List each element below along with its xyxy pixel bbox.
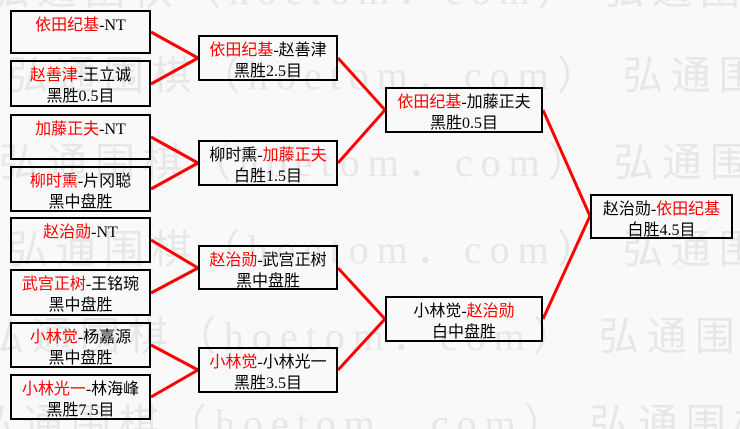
player-name: 小林觉 <box>209 354 258 371</box>
connector-line <box>336 317 387 372</box>
player-name: 加藤正夫 <box>35 121 100 138</box>
player-name: 小林觉- <box>413 303 467 320</box>
player-name: 赵治勋 <box>466 303 515 320</box>
match-box-round2-m4: 小林觉-小林光一 黑胜3.5目 <box>198 347 338 393</box>
player-name: 依田纪基 <box>656 201 721 218</box>
match-players: 小林觉-杨嘉源 <box>12 327 149 348</box>
connector-line <box>150 30 199 60</box>
match-players: 依田纪基-赵善津 <box>200 40 336 61</box>
match-result: 黑中盘胜 <box>48 350 113 367</box>
player-name: 依田纪基 <box>35 17 100 34</box>
match-result: 白中盘胜 <box>431 324 496 341</box>
match-players: 武宫正树-王铭琬 <box>12 274 149 295</box>
watermark-text: 弘通围棋（hoetom．com） 弘通围棋（hoetom．com） 弘通围棋（h… <box>0 227 740 272</box>
match-players: 柳时熏-片冈聪 <box>12 171 149 192</box>
player-name: 赵治勋 <box>43 224 92 241</box>
watermark-text: 弘通围棋（hoetom．com） 弘通围棋（hoetom．com） 弘通围棋（h… <box>0 140 740 185</box>
match-box-round1-m3: 加藤正夫-NT <box>10 114 151 160</box>
match-result: 白胜4.5目 <box>627 222 696 239</box>
connector-line <box>336 266 387 321</box>
player-name: 赵善津 <box>29 67 78 84</box>
match-box-round2-m3: 赵治勋-武宫正树 黑中盘胜 <box>198 245 338 290</box>
player-name: 依田纪基 <box>209 42 274 59</box>
connector-line <box>150 56 199 86</box>
player-name: 赵治勋 <box>209 252 258 269</box>
match-players: 赵治勋-依田纪基 <box>592 199 731 220</box>
match-box-semifinal-m1: 依田纪基-加藤正夫 黑胜0.5目 <box>385 87 543 133</box>
match-players: 赵治勋-武宫正树 <box>200 250 336 271</box>
connector-line <box>150 368 199 399</box>
match-result: 白胜1.5目 <box>233 168 302 185</box>
match-players: 依田纪基-加藤正夫 <box>387 92 541 113</box>
watermark-text: 弘通围棋（hoetom．com） 弘通围棋（hoetom．com） 弘通围棋（h… <box>0 0 740 14</box>
player-name: -王铭琬 <box>85 276 140 293</box>
player-name: -武宫正树 <box>257 252 327 269</box>
player-name: 依田纪基 <box>397 94 462 111</box>
connector-line <box>150 343 199 372</box>
match-box-round1-m5: 赵治勋-NT <box>10 217 151 263</box>
match-result: 黑胜2.5目 <box>233 63 302 80</box>
player-name: -杨嘉源 <box>77 329 132 346</box>
player-name: 赵治勋- <box>602 201 657 218</box>
player-name: -片冈聪 <box>77 173 132 190</box>
player-name: -赵善津 <box>273 42 327 59</box>
player-name: -王立诚 <box>77 67 132 84</box>
match-players: 小林觉-赵治勋 <box>387 301 541 322</box>
match-box-round2-m1: 依田纪基-赵善津 黑胜2.5目 <box>198 35 338 81</box>
connector-line <box>150 135 199 165</box>
player-name: 小林觉 <box>29 329 78 346</box>
connector-line <box>541 109 592 217</box>
match-players: 赵善津-王立诚 <box>12 65 149 86</box>
match-result: 黑中盘胜 <box>48 297 113 314</box>
match-players: 柳时熏-加藤正夫 <box>200 145 336 166</box>
watermark-text: 弘通围棋（hoetom．com） 弘通围棋（hoetom．com） 弘通围棋（h… <box>0 401 740 429</box>
player-name: 柳时熏 <box>29 173 78 190</box>
player-name: -NT <box>91 224 118 241</box>
connector-line <box>150 266 199 295</box>
match-box-round2-m2: 柳时熏-加藤正夫 白胜1.5目 <box>198 140 338 186</box>
match-players: 赵治勋-NT <box>12 222 149 243</box>
connector-line <box>336 109 387 164</box>
connector-line <box>336 56 387 112</box>
match-box-round1-m2: 赵善津-王立诚 黑胜0.5目 <box>10 60 151 107</box>
match-box-round1-m8: 小林光一-林海峰 黑胜7.5目 <box>10 374 151 420</box>
player-name: 武宫正树 <box>21 276 86 293</box>
match-result: 黑胜3.5目 <box>233 375 302 392</box>
player-name: -NT <box>99 17 126 34</box>
match-box-round1-m4: 柳时熏-片冈聪 黑中盘胜 <box>10 166 151 212</box>
match-box-semifinal-m2: 小林觉-赵治勋 白中盘胜 <box>385 296 543 342</box>
connector-line <box>541 215 592 320</box>
match-result: 黑中盘胜 <box>48 194 113 211</box>
connector-line <box>150 161 199 191</box>
match-result: 黑胜7.5目 <box>46 402 115 419</box>
match-box-round1-m6: 武宫正树-王铭琬 黑中盘胜 <box>10 269 151 316</box>
player-name: 柳时熏- <box>209 147 263 164</box>
match-box-round1-m7: 小林觉-杨嘉源 黑中盘胜 <box>10 322 151 368</box>
connector-line <box>150 238 199 270</box>
player-name: -林海峰 <box>85 381 140 398</box>
player-name: 小林光一 <box>21 381 86 398</box>
player-name: 加藤正夫 <box>262 147 327 164</box>
match-players: 加藤正夫-NT <box>12 119 149 140</box>
player-name: -NT <box>99 121 126 138</box>
match-result: 黑胜0.5目 <box>46 88 115 105</box>
match-players: 依田纪基-NT <box>12 15 149 36</box>
match-box-round1-m1: 依田纪基-NT <box>10 10 151 54</box>
match-players: 小林光一-林海峰 <box>12 379 149 400</box>
match-players: 小林觉-小林光一 <box>200 352 336 373</box>
match-box-final: 赵治勋-依田纪基 白胜4.5目 <box>590 194 733 239</box>
match-result: 黑胜0.5目 <box>429 115 498 132</box>
player-name: -加藤正夫 <box>461 94 531 111</box>
match-result: 黑中盘胜 <box>235 273 300 290</box>
player-name: -小林光一 <box>257 354 327 371</box>
